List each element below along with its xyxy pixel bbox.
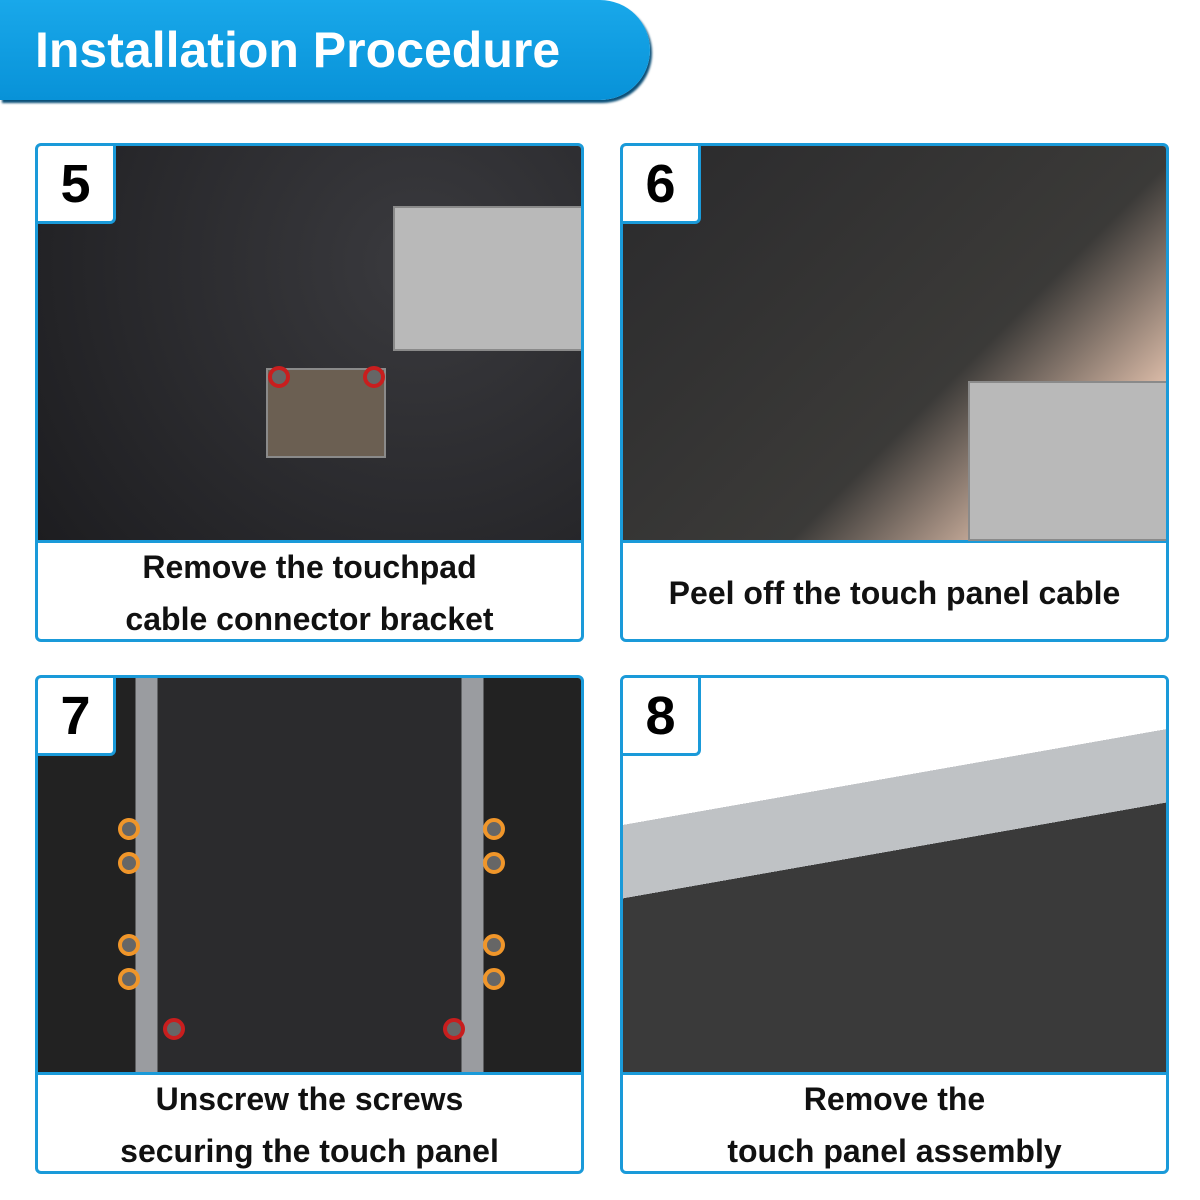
title-banner: Installation Procedure bbox=[0, 0, 650, 100]
step-photo bbox=[623, 678, 1166, 1075]
step-caption: Peel off the touch panel cable bbox=[668, 574, 1121, 611]
step-number: 6 bbox=[623, 146, 701, 224]
step-photo bbox=[38, 146, 581, 543]
step-photo bbox=[623, 146, 1166, 543]
step-number: 8 bbox=[623, 678, 701, 756]
step-number: 5 bbox=[38, 146, 116, 224]
page-title: Installation Procedure bbox=[35, 22, 561, 78]
step-card-6: 6 Peel off the touch panel cable bbox=[620, 143, 1169, 642]
step-photo bbox=[38, 678, 581, 1075]
step-number: 7 bbox=[38, 678, 116, 756]
